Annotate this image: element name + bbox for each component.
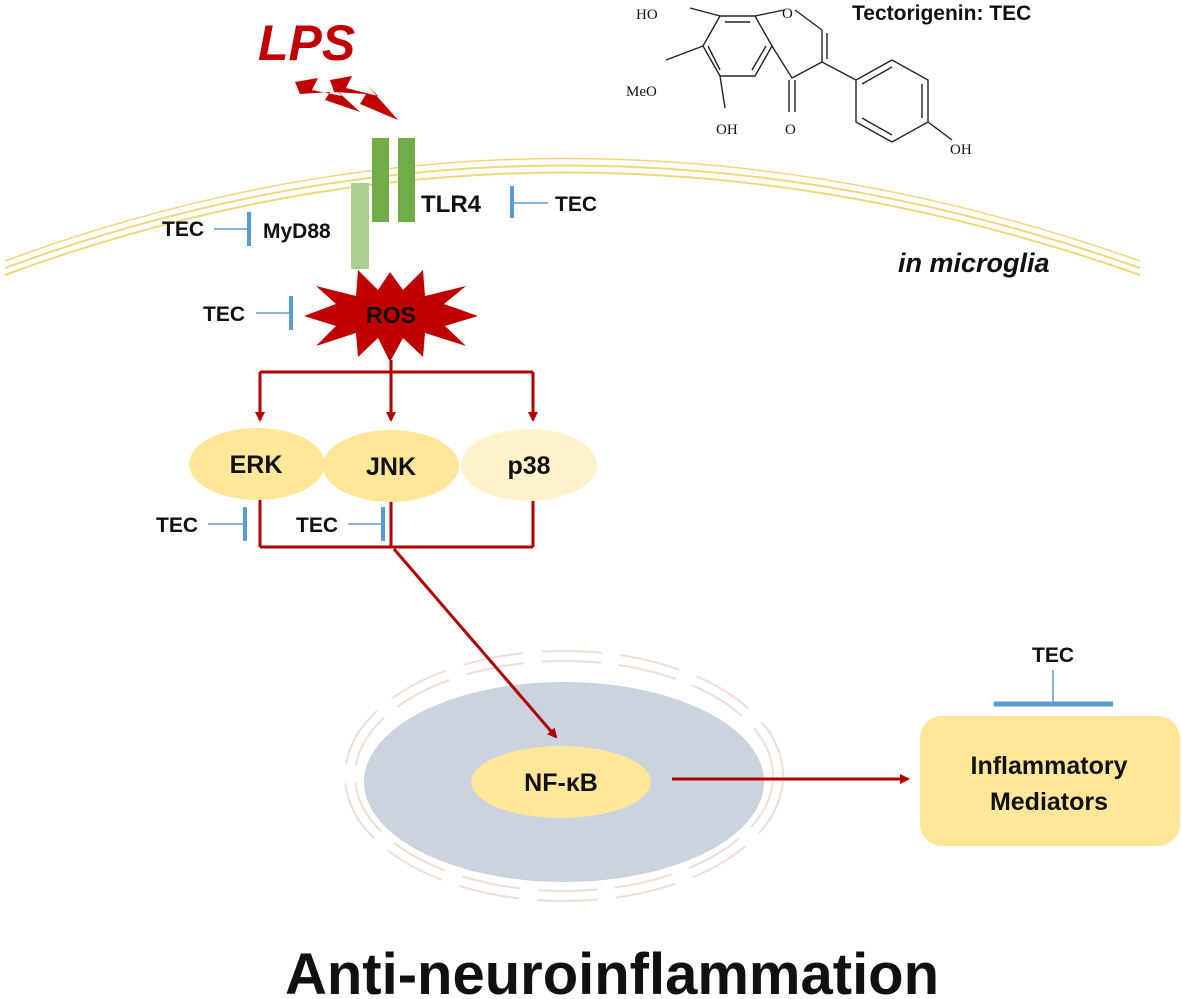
nfkb-label: NF-κB bbox=[524, 769, 598, 797]
ros-label: ROS bbox=[366, 302, 416, 328]
p38-node bbox=[461, 429, 597, 501]
compound-title: Tectorigenin: TEC bbox=[852, 2, 1031, 25]
tectorigenin-structure bbox=[665, 7, 953, 143]
inflammatory-mediators-box bbox=[920, 716, 1180, 846]
mapk-convergence-lines bbox=[258, 500, 535, 549]
tlr4-receptor-bar-right bbox=[398, 138, 415, 222]
tec-erk-label: TEC bbox=[156, 514, 198, 537]
mediators-label-line2: Mediators bbox=[990, 788, 1108, 816]
location-label: in microglia bbox=[898, 248, 1050, 278]
footer-title: Anti-neuroinflammation bbox=[285, 942, 939, 999]
chem-oh-phenyl: OH bbox=[950, 142, 972, 158]
nfkb-node bbox=[471, 746, 651, 818]
lps-label: LPS bbox=[258, 15, 355, 71]
tec-jnk-label: TEC bbox=[296, 514, 338, 537]
chem-ring-oxygen: O bbox=[782, 6, 793, 22]
ros-to-mapk-arrows bbox=[255, 360, 538, 422]
chem-oh-bottom: OH bbox=[716, 122, 738, 138]
nuclear-envelope-inner bbox=[346, 652, 782, 900]
tec-tlr4-label: TEC bbox=[555, 193, 597, 216]
tlr4-label: TLR4 bbox=[421, 191, 482, 218]
mapk-to-nfkb-arrow bbox=[392, 548, 558, 739]
myd88-adaptor-bar bbox=[351, 183, 369, 269]
chem-ho-top: HO bbox=[636, 7, 658, 23]
erk-label: ERK bbox=[230, 451, 283, 479]
tec-myd88-label: TEC bbox=[162, 218, 204, 241]
jnk-node bbox=[323, 430, 459, 502]
ros-burst-shape bbox=[304, 270, 478, 362]
mediators-label-line1: Inflammatory bbox=[971, 752, 1128, 780]
erk-node bbox=[189, 428, 325, 500]
lightning-bolt-icon bbox=[295, 76, 398, 120]
jnk-label: JNK bbox=[366, 453, 416, 481]
myd88-label: MyD88 bbox=[263, 220, 331, 243]
p38-label: p38 bbox=[507, 452, 550, 480]
tec-ros-label: TEC bbox=[203, 303, 245, 326]
chem-methoxy: MeO bbox=[626, 84, 657, 100]
cell-membrane bbox=[4, 157, 1141, 276]
tlr4-receptor-bar-left bbox=[372, 138, 389, 222]
tec-mediators-label: TEC bbox=[1032, 644, 1074, 667]
chem-carbonyl-oxygen: O bbox=[785, 122, 796, 138]
